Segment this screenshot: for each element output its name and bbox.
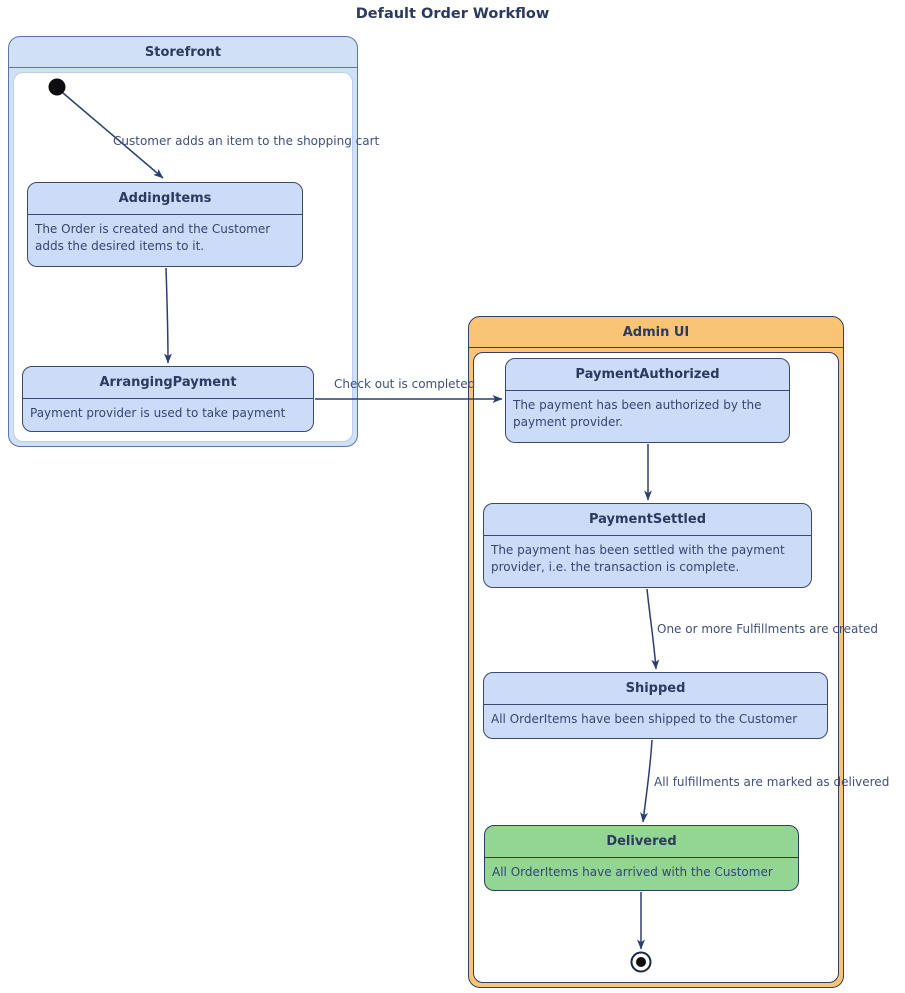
state-payment-settled-description: The payment has been settled with the pa… xyxy=(491,543,785,574)
state-payment-authorized: PaymentAuthorized The payment has been a… xyxy=(505,358,790,443)
state-payment-authorized-description: The payment has been authorized by the p… xyxy=(513,398,762,429)
transition-label-fulfillments-created: One or more Fulfillments are created xyxy=(657,622,879,636)
state-arranging-payment-name: ArrangingPayment xyxy=(23,367,313,399)
state-arranging-payment: ArrangingPayment Payment provider is use… xyxy=(22,366,314,432)
container-admin-ui-title: Admin UI xyxy=(469,317,843,348)
state-adding-items-name: AddingItems xyxy=(28,183,302,215)
state-payment-settled: PaymentSettled The payment has been sett… xyxy=(483,503,812,588)
state-payment-authorized-name: PaymentAuthorized xyxy=(506,359,789,391)
transition-label-add-item: Customer adds an item to the shopping ca… xyxy=(113,134,380,148)
transition-label-checkout: Check out is completed xyxy=(334,377,476,391)
state-arranging-payment-description: Payment provider is used to take payment xyxy=(30,406,286,420)
diagram-title: Default Order Workflow xyxy=(355,6,550,22)
state-delivered-description: All OrderItems have arrived with the Cus… xyxy=(492,865,773,879)
transition-label-marked-delivered: All fulfillments are marked as delivered xyxy=(654,775,890,789)
state-shipped-name: Shipped xyxy=(484,673,827,705)
state-payment-settled-name: PaymentSettled xyxy=(484,504,811,536)
state-shipped: Shipped All OrderItems have been shipped… xyxy=(483,672,828,739)
state-shipped-description: All OrderItems have been shipped to the … xyxy=(491,712,798,726)
state-delivered-name: Delivered xyxy=(485,826,798,858)
state-adding-items-description: The Order is created and the Customer ad… xyxy=(35,222,271,253)
state-adding-items: AddingItems The Order is created and the… xyxy=(27,182,303,267)
container-storefront-title: Storefront xyxy=(9,37,357,68)
state-delivered: Delivered All OrderItems have arrived wi… xyxy=(484,825,799,891)
